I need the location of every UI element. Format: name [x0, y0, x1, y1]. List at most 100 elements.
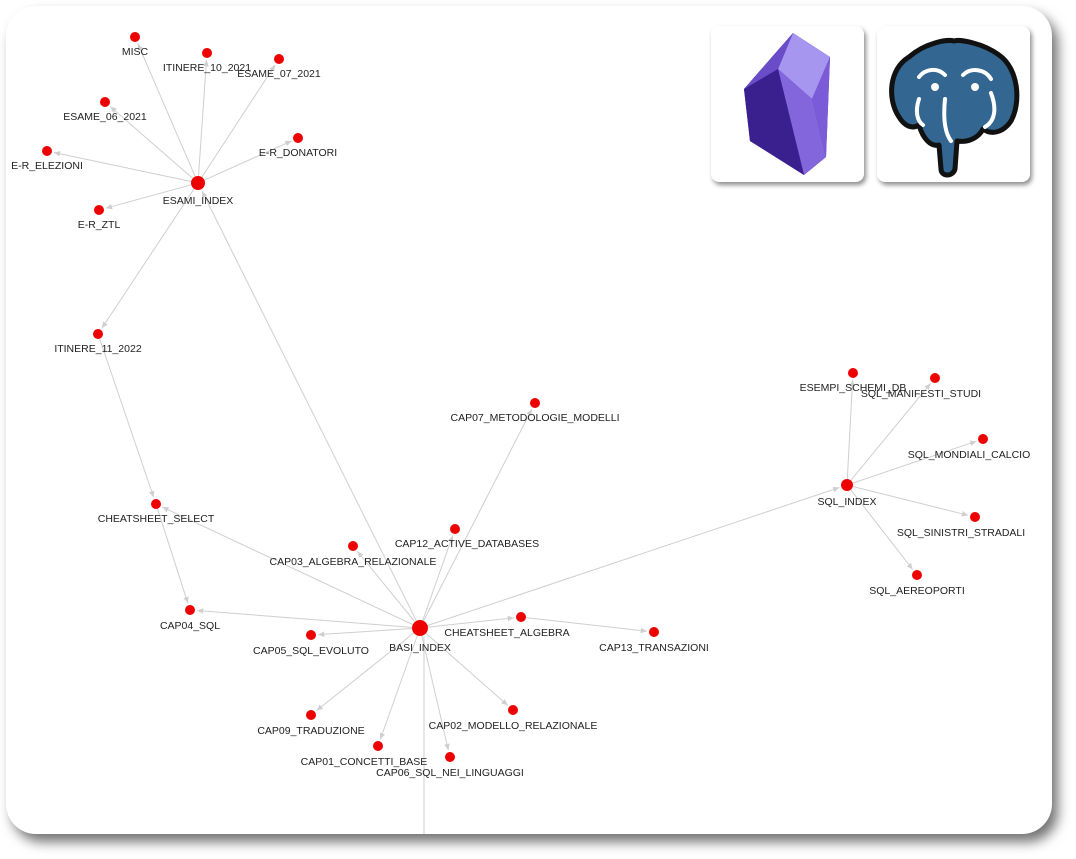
graph-edge-esami_index-to-e-r_donatori	[204, 140, 292, 181]
graph-node-sql-sinistri-stradali[interactable]: SQL_SINISTRI_STRADALI	[897, 512, 1025, 539]
graph-edge-cheatsheet_algebra-to-cap13_transazioni	[525, 617, 648, 634]
graph-node-dot[interactable]	[445, 752, 455, 762]
graph-node-label: ESEMPI_SCHEMI_DB	[800, 382, 907, 394]
postgresql-logo-tile	[877, 26, 1030, 182]
graph-node-itinere-11-2022[interactable]: ITINERE_11_2022	[54, 329, 142, 355]
graph-edge-basi_index-to-sql_index	[427, 486, 840, 626]
graph-edge-sql_index-to-sql_mondiali_calcio	[852, 440, 977, 484]
graph-node-dot[interactable]	[848, 368, 858, 378]
graph-node-dot[interactable]	[151, 499, 161, 509]
graph-node-cap02-modello-relazionale[interactable]: CAP02_MODELLO_RELAZIONALE	[429, 705, 598, 732]
graph-node-label: SQL_SINISTRI_STRADALI	[897, 527, 1025, 539]
graph-edge-basi_index-to-cheatsheet_algebra	[427, 615, 515, 628]
graph-node-dot[interactable]	[930, 373, 940, 383]
graph-node-cap09-traduzione[interactable]: CAP09_TRADUZIONE	[257, 710, 365, 737]
graph-node-itinere-10-2021[interactable]: ITINERE_10_2021	[163, 48, 251, 74]
graph-node-esame-06-2021[interactable]: ESAME_06_2021	[63, 97, 147, 123]
graph-node-cap12-active-databases[interactable]: CAP12_ACTIVE_DATABASES	[395, 524, 539, 550]
graph-node-dot[interactable]	[191, 176, 205, 190]
graph-node-dot[interactable]	[202, 48, 212, 58]
graph-node-dot[interactable]	[42, 146, 52, 156]
graph-edge-basi_index-to-esami_index	[201, 190, 417, 622]
graph-node-esami-index[interactable]: ESAMI_INDEX	[163, 176, 234, 207]
graph-edge-cheatsheet_select-to-cap04_sql	[157, 508, 189, 604]
graph-node-label: CAP05_SQL_EVOLUTO	[253, 645, 369, 657]
graph-node-label: ITINERE_11_2022	[54, 343, 142, 355]
graph-node-label: CAP09_TRADUZIONE	[257, 725, 364, 737]
graph-node-label: ESAME_07_2021	[237, 68, 321, 80]
graph-node-dot[interactable]	[274, 54, 284, 64]
graph-edge-basi_index-to-cap04_sql	[196, 608, 413, 628]
obsidian-logo-icon	[743, 33, 830, 175]
graph-node-label: CAP04_SQL	[160, 620, 220, 632]
graph-node-misc[interactable]: MISC	[122, 32, 149, 58]
graph-node-dot[interactable]	[530, 398, 540, 408]
graph-edge-basi_index-to-cap03_algebra_relazionale	[357, 551, 416, 623]
graph-edge-esami_index-to-itinere_11_2022	[101, 188, 195, 329]
graph-edge-esami_index-to-esame_06_2021	[109, 106, 194, 179]
graph-node-sql-aereoporti[interactable]: SQL_AEREOPORTI	[869, 570, 965, 597]
graph-node-label: ITINERE_10_2021	[163, 62, 251, 74]
graph-node-dot[interactable]	[293, 133, 303, 143]
graph-edge-esami_index-to-itinere_10_2021	[198, 59, 209, 177]
graph-node-e-r-ztl[interactable]: E-R_ZTL	[78, 205, 121, 231]
graph-node-sql-manifesti-studi[interactable]: SQL_MANIFESTI_STUDI	[861, 373, 981, 400]
graph-node-dot[interactable]	[130, 32, 140, 42]
graph-node-label: CAP01_CONCETTI_BASE	[301, 756, 428, 768]
graph-node-basi-index[interactable]: BASI_INDEX	[389, 620, 451, 654]
graph-node-dot[interactable]	[841, 479, 853, 491]
graph-node-dot[interactable]	[373, 741, 383, 751]
graph-edge-sql_index-to-esempi_schemi_db	[846, 379, 856, 480]
graph-node-label: CAP03_ALGEBRA_RELAZIONALE	[270, 556, 437, 568]
graph-node-cap06-sql-nei-linguaggi[interactable]: CAP06_SQL_NEI_LINGUAGGI	[376, 752, 524, 779]
graph-node-dot[interactable]	[412, 620, 428, 636]
graph-node-cheatsheet-select[interactable]: CHEATSHEET_SELECT	[98, 499, 215, 525]
graph-node-dot[interactable]	[649, 627, 659, 637]
graph-node-e-r-elezioni[interactable]: E-R_ELEZIONI	[11, 146, 83, 172]
graph-node-dot[interactable]	[348, 541, 358, 551]
graph-node-dot[interactable]	[450, 524, 460, 534]
graph-node-dot[interactable]	[306, 710, 316, 720]
graph-node-cap07-metodologie-modelli[interactable]: CAP07_METODOLOGIE_MODELLI	[450, 398, 620, 424]
graph-edge-basi_index-to-cap12_active_databases	[422, 535, 454, 621]
graph-node-cheatsheet-algebra[interactable]: CHEATSHEET_ALGEBRA	[444, 612, 570, 639]
graph-node-esame-07-2021[interactable]: ESAME_07_2021	[237, 54, 321, 80]
graph-edge-sql_index-to-sql_manifesti_studi	[850, 383, 931, 481]
graph-node-dot[interactable]	[93, 329, 103, 339]
graph-node-cap01-concetti-base[interactable]: CAP01_CONCETTI_BASE	[301, 741, 428, 768]
postgresql-elephant-icon	[888, 38, 1019, 178]
graph-node-sql-mondiali-calcio[interactable]: SQL_MONDIALI_CALCIO	[908, 434, 1031, 461]
graph-edge-esami_index-to-e-r_ztl	[105, 184, 192, 210]
graph-node-label: ESAMI_INDEX	[163, 195, 234, 207]
graph-node-dot[interactable]	[912, 570, 922, 580]
graph-node-sql-index[interactable]: SQL_INDEX	[818, 479, 877, 508]
graph-node-cap13-transazioni[interactable]: CAP13_TRANSAZIONI	[599, 627, 709, 654]
graph-edge-sql_index-to-sql_aereoporti	[850, 489, 914, 570]
graph-node-label: E-R_ELEZIONI	[11, 160, 83, 172]
graph-node-dot[interactable]	[516, 612, 526, 622]
graph-canvas[interactable]: MISC ITINERE_10_2021ESAME_07_2021ESAME_06…	[6, 6, 1052, 834]
graph-node-dot[interactable]	[970, 512, 980, 522]
graph-node-label: BASI_INDEX	[389, 642, 451, 654]
graph-node-dot[interactable]	[508, 705, 518, 715]
graph-node-dot[interactable]	[306, 630, 316, 640]
graph-node-label: E-R_ZTL	[78, 219, 121, 231]
graph-node-dot[interactable]	[94, 205, 104, 215]
graph-node-dot[interactable]	[185, 605, 195, 615]
graph-edge-esami_index-to-e-r_elezioni	[53, 151, 192, 182]
graph-node-dot[interactable]	[100, 97, 110, 107]
graph-node-label: ESAME_06_2021	[63, 111, 147, 123]
graph-edge-basi_index-to-cheatsheet_select	[162, 506, 414, 626]
graph-node-e-r-donatori[interactable]: E-R_DONATORI	[259, 133, 337, 159]
graph-node-label: MISC	[122, 46, 149, 58]
graph-node-label: SQL_AEREOPORTI	[869, 585, 965, 597]
graph-node-esempi-schemi-db[interactable]: ESEMPI_SCHEMI_DB	[800, 368, 907, 394]
graph-node-dot[interactable]	[978, 434, 988, 444]
graph-node-cap05-sql-evoluto[interactable]: CAP05_SQL_EVOLUTO	[253, 630, 369, 657]
graph-node-cap04-sql[interactable]: CAP04_SQL	[160, 605, 220, 632]
graph-node-cap03-algebra-relazionale[interactable]: CAP03_ALGEBRA_RELAZIONALE	[270, 541, 437, 568]
graph-node-label: CAP12_ACTIVE_DATABASES	[395, 538, 539, 550]
graph-edge-esami_index-to-esame_07_2021	[201, 64, 276, 178]
graph-node-label: E-R_DONATORI	[259, 147, 337, 159]
obsidian-logo-tile	[711, 26, 864, 182]
